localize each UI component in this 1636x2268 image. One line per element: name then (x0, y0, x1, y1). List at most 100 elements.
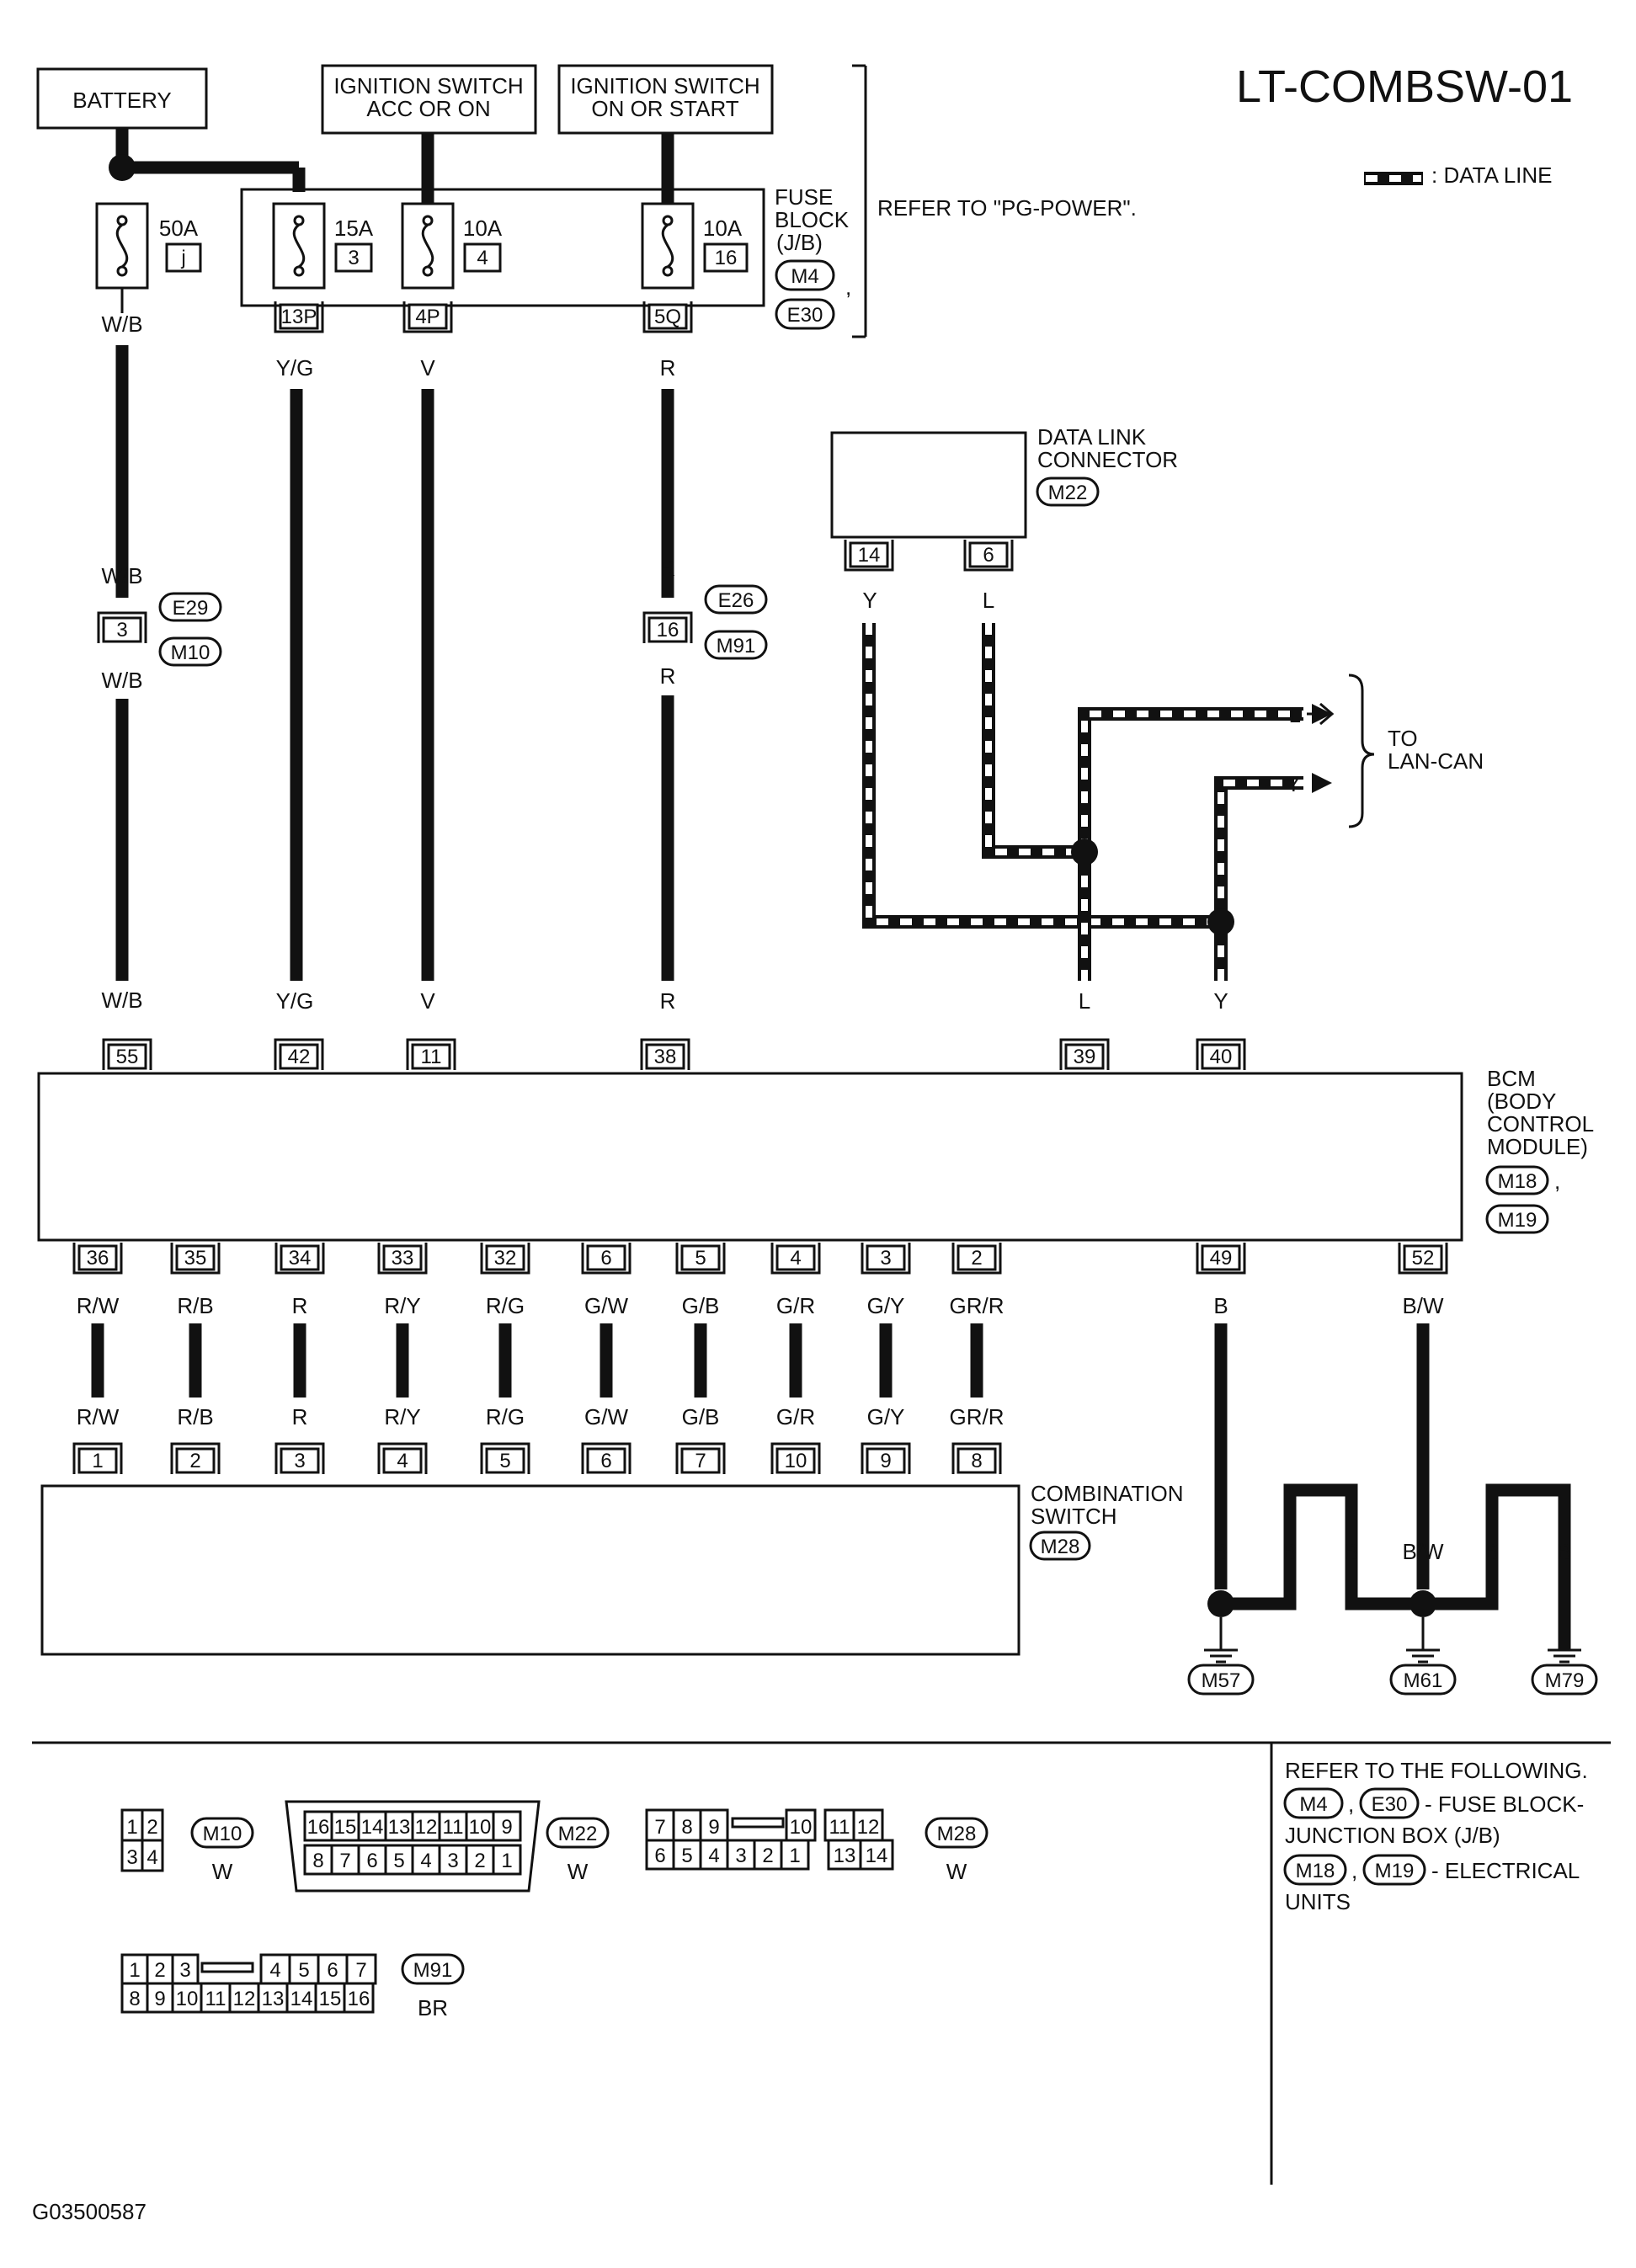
m91-face-id: M91 (413, 1959, 453, 1982)
m28-face-10: 10 (790, 1816, 813, 1839)
fuse-out-1-group: 4P (402, 301, 453, 333)
bcm-bot-pin-32-bracket (480, 1243, 530, 1275)
m22-face-5-box (384, 1844, 414, 1876)
refer-title: REFER TO THE FOLLOWING. (1285, 1758, 1588, 1783)
combi-pin-4-box (382, 1447, 423, 1474)
combi-pin-8-bracket (951, 1442, 1002, 1474)
dlc-pin-14: 14 (858, 544, 881, 567)
arrow-l-head (1312, 704, 1332, 724)
m28-face-6: 6 (654, 1845, 665, 1867)
m28-face-id: M28 (937, 1823, 977, 1845)
m28-face-12: 12 (857, 1816, 880, 1839)
m28-face-9-box (699, 1808, 729, 1842)
legend-label: : DATA LINE (1431, 162, 1553, 188)
combi-pin-7-box (680, 1447, 721, 1474)
dlc-wire-y: Y (862, 588, 877, 613)
wire-yg-2: Y/G (276, 988, 314, 1014)
combi-pin-1-box (77, 1447, 118, 1474)
fuse-id-box-2 (703, 242, 749, 273)
gnd-loop-1 (1221, 1483, 1423, 1610)
m91-latch (200, 1962, 254, 1973)
fuse-10a-b-element (661, 223, 674, 269)
m22-face-6: 6 (366, 1850, 377, 1872)
bcm-wire-top-1: R/B (177, 1293, 213, 1318)
bcm-top-pin-40-bracket (1196, 1038, 1246, 1070)
m91-face-13: 13 (262, 1988, 285, 2010)
combi-pin-8-box (957, 1447, 997, 1474)
combi-pin-2-group: 2 (170, 1442, 221, 1474)
bcm-wire-top-6: G/B (682, 1293, 720, 1318)
e29-pill (158, 592, 222, 622)
diagram-wiring: 50AjW/BW/B3E29M10W/BW/B15A313P10A44P10A1… (53, 128, 1598, 1696)
dlc-wire-l: L (983, 588, 994, 613)
combi-pin-3-box (280, 1447, 320, 1474)
dl-l-run-outer (982, 623, 1084, 859)
e26-label: E26 (718, 589, 754, 612)
m28-face-1: 1 (789, 1845, 800, 1867)
bcm-wire-bot-1: R/B (177, 1404, 213, 1429)
bcm-gnd-pin-49: 49 (1210, 1247, 1233, 1270)
fuse-block-label-2: BLOCK (775, 207, 850, 232)
m22-face-15: 15 (334, 1816, 357, 1839)
bcm-bot-pin-36-bracket (72, 1243, 123, 1275)
bcm-bot-pin-33-group: 33 (377, 1243, 428, 1275)
m22-face-12: 12 (415, 1816, 438, 1839)
m22-face-7-box (330, 1844, 360, 1876)
ign-on-label-2: ON OR START (591, 96, 738, 121)
bcm-wire-top-3: R/Y (384, 1293, 420, 1318)
bcm-top-pin-39-bracket (1059, 1038, 1110, 1070)
gnd-pill-2 (1531, 1664, 1598, 1696)
fuse-out-1-box (408, 303, 448, 330)
combination-switch: COMBINATION SWITCH M28 (40, 1481, 1184, 1656)
m22-face-id: M22 (558, 1823, 598, 1845)
fuse-out-0-bracket (274, 301, 324, 333)
bcm-label-4: MODULE) (1487, 1134, 1588, 1159)
bcm-bot-pin-6: 6 (600, 1247, 611, 1270)
m28-latch (731, 1817, 785, 1829)
dl-l-run-inner (985, 623, 1084, 855)
ign-on-label-1: IGNITION SWITCH (570, 73, 759, 98)
dlc-pin-6-box (968, 541, 1009, 568)
bcm-bot-pin-6-group: 6 (581, 1243, 631, 1275)
fuse-50a-id-box (165, 242, 202, 273)
dlc-pin-6-bracket (963, 540, 1014, 572)
bcm-wire-bot-9: GR/R (950, 1404, 1005, 1429)
dlc-pin-6: 6 (983, 544, 994, 567)
m10-face-id: M10 (203, 1823, 242, 1845)
m10-face-4-box (141, 1839, 164, 1872)
m28-face-pill (925, 1817, 989, 1849)
m91-pill (704, 630, 768, 660)
combi-switch-label-2: SWITCH (1031, 1504, 1117, 1529)
m91-face-pill (401, 1953, 465, 1985)
combi-pin-2-bracket (170, 1442, 221, 1474)
refer-l1a: - FUSE BLOCK- (1425, 1792, 1584, 1817)
battery-label: BATTERY (72, 88, 172, 113)
bcm-bot-pin-6-box (586, 1244, 626, 1271)
inline-conn-3-box (102, 616, 142, 643)
dl-y-run-outer (862, 623, 1221, 929)
bcm-bot-pin-34-group: 34 (274, 1243, 325, 1275)
combi-pin-3: 3 (294, 1450, 305, 1472)
m28-face-13-box (827, 1839, 862, 1871)
gnd-conn-1: M61 (1404, 1669, 1443, 1692)
gnd-wire-2: B (1344, 1539, 1358, 1564)
combi-switch-label-1: COMBINATION (1031, 1481, 1184, 1506)
inline-conn-16-bracket (642, 611, 693, 643)
fuse-block-label-1: FUSE (775, 184, 833, 210)
combi-pin-10: 10 (785, 1450, 807, 1472)
bcm-label-1: BCM (1487, 1066, 1536, 1091)
m91-face-2: 2 (154, 1959, 165, 1982)
wire-bat-fl-4: W/B (101, 988, 142, 1013)
refer-pg-power: REFER TO "PG-POWER". (877, 195, 1137, 221)
m22-face-1-box (492, 1844, 522, 1876)
fuse-id-box-0 (334, 242, 373, 273)
m22-face-11: 11 (443, 1816, 464, 1839)
combi-pin-9-box (866, 1447, 906, 1474)
combi-pin-7: 7 (695, 1450, 706, 1472)
combi-pin-5: 5 (499, 1450, 510, 1472)
combi-pin-4-group: 4 (377, 1442, 428, 1474)
m22-face-14: 14 (361, 1816, 384, 1839)
m28-face-13: 13 (834, 1845, 856, 1867)
bcm-bot-pin-5-box (680, 1244, 721, 1271)
figure-code: G03500587 (32, 2199, 147, 2224)
